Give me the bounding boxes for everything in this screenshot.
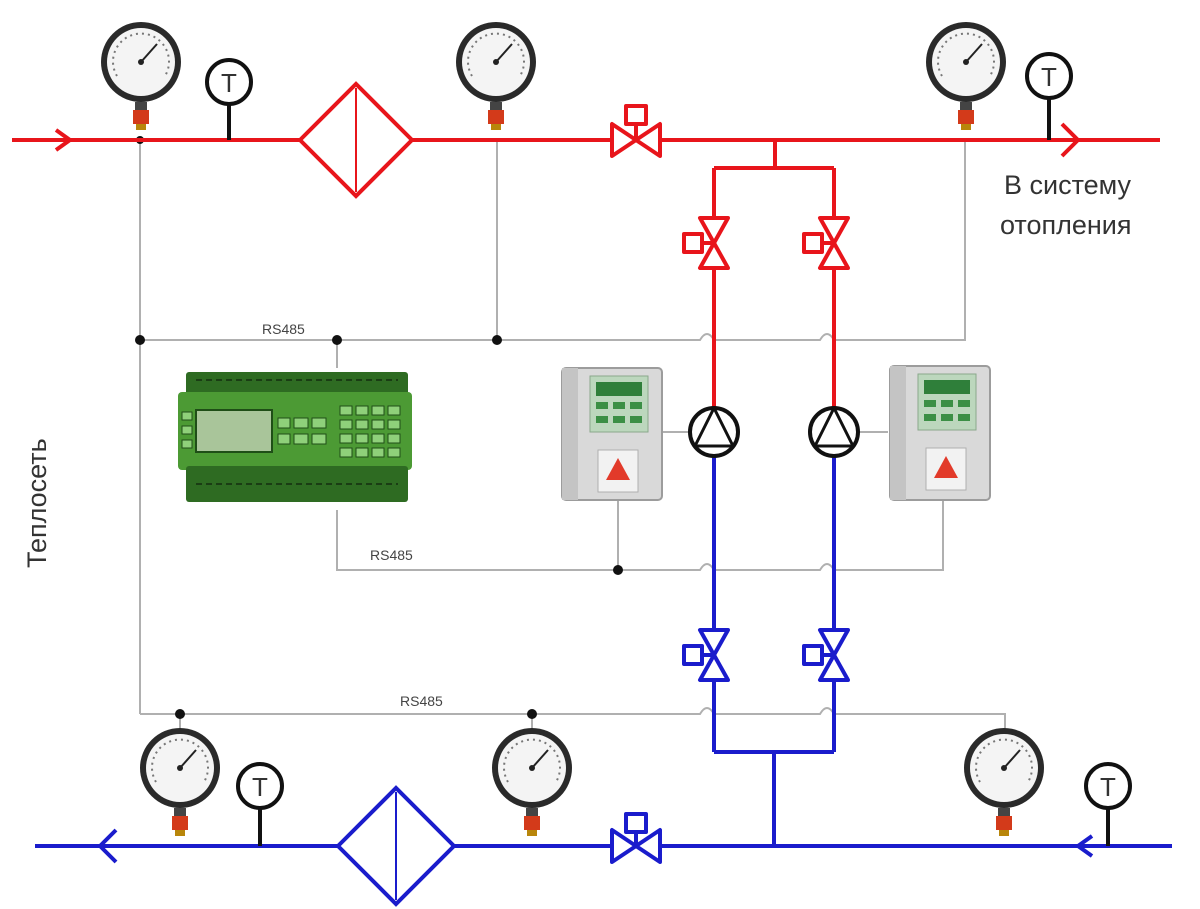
thermometer-symbol: T — [1041, 62, 1057, 92]
destination-label-line1: В систему — [1004, 170, 1132, 200]
valve-icon — [682, 628, 730, 682]
pump-icon — [808, 406, 860, 458]
pressure-gauge-icon — [139, 727, 221, 837]
frequency-converter-icon — [889, 365, 991, 501]
pressure-gauge-icon — [455, 21, 537, 131]
thermometer-icon: T — [205, 58, 253, 140]
rs485-label-middle: RS485 — [370, 547, 413, 563]
junction-dot — [135, 335, 145, 345]
thermometer-symbol: T — [1100, 772, 1116, 802]
rs485-label-top: RS485 — [262, 321, 305, 337]
junction-dot — [332, 335, 342, 345]
valve-icon — [682, 216, 730, 270]
filter-icon — [335, 785, 457, 907]
pressure-gauge-icon — [100, 21, 182, 131]
junction-dot — [175, 709, 185, 719]
thermometer-symbol: T — [252, 772, 268, 802]
controller-icon — [178, 372, 412, 502]
junction-dot — [492, 335, 502, 345]
thermometer-symbol: T — [221, 68, 237, 98]
supply-pipeline — [12, 122, 1160, 410]
pressure-gauge-icon — [491, 727, 573, 837]
junction-dot — [527, 709, 537, 719]
frequency-converter-icon — [561, 367, 663, 501]
thermometer-icon: T — [1084, 762, 1132, 846]
valve-icon — [610, 812, 662, 864]
valve-icon — [802, 628, 850, 682]
thermometer-icon: T — [1025, 52, 1073, 140]
pressure-gauge-icon — [925, 21, 1007, 131]
junction-dot — [613, 565, 623, 575]
valve-icon — [610, 104, 662, 158]
source-label: Теплосеть — [22, 438, 52, 568]
pressure-gauge-icon — [963, 727, 1045, 837]
destination-label-line2: отопления — [1000, 210, 1132, 240]
valve-icon — [802, 216, 850, 270]
filter-icon — [297, 81, 415, 199]
thermometer-icon: T — [236, 762, 284, 846]
rs485-label-bottom: RS485 — [400, 693, 443, 709]
pump-icon — [688, 406, 740, 458]
return-pipeline — [35, 456, 1172, 864]
